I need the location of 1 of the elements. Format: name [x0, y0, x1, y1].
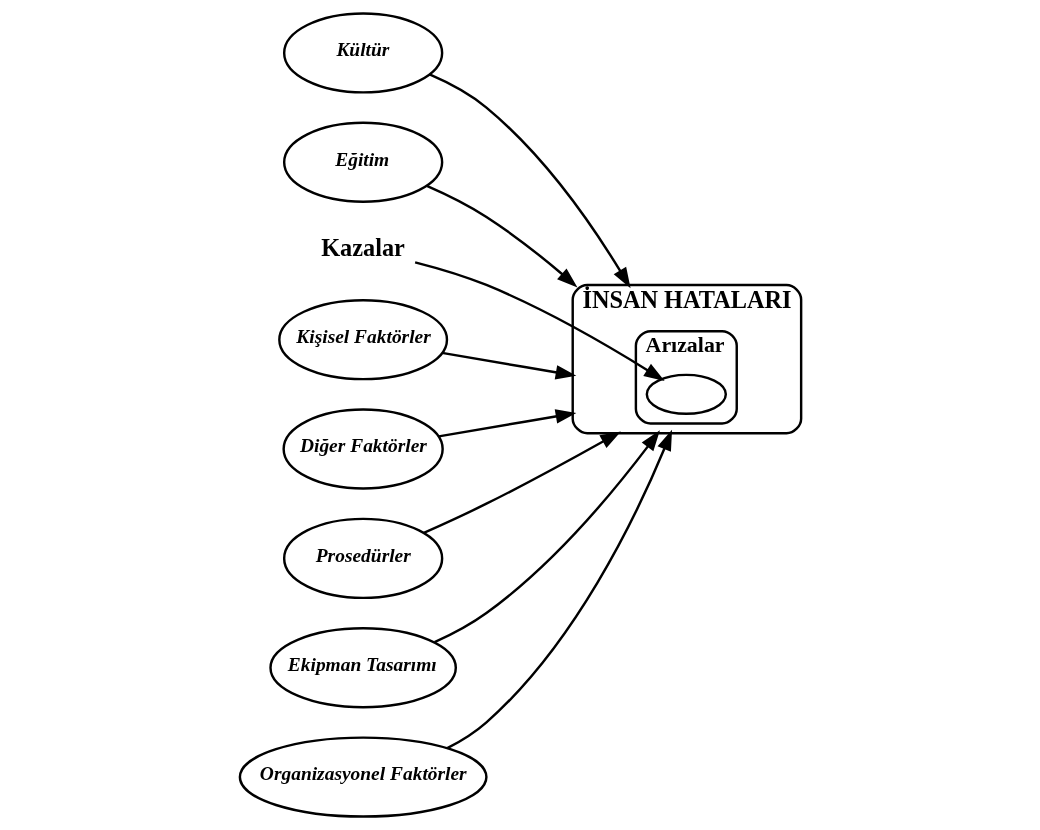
node-text: Kazalar — [320, 233, 405, 261]
